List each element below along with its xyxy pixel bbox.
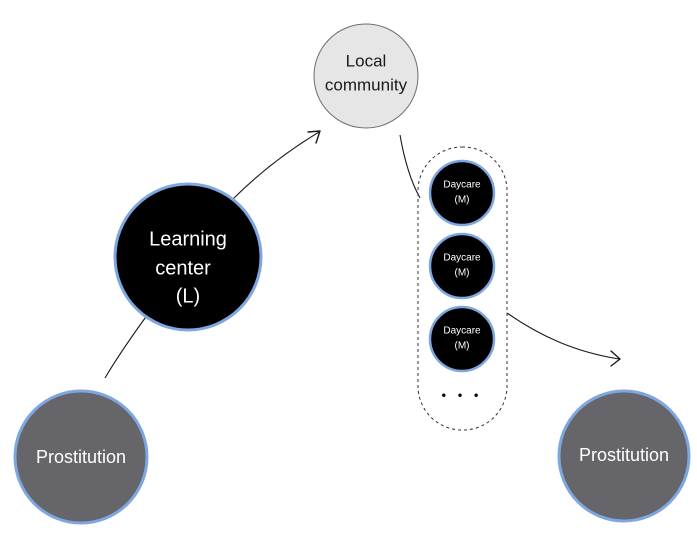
daycare-3-label-line2: (M) <box>455 341 470 352</box>
arrowhead-to-local-community <box>307 130 321 144</box>
node-daycare-1: Daycare (M) <box>428 159 496 227</box>
daycare-2-label-line2: (M) <box>455 268 470 279</box>
daycare-3-label-line1: Daycare <box>443 326 481 337</box>
local-community-label-line1: Local <box>346 51 387 70</box>
daycare-ellipsis: • • • <box>442 387 483 402</box>
daycare-2-circle <box>428 232 496 300</box>
node-prostitution-right: Prostitution <box>557 389 691 523</box>
daycare-1-circle <box>428 159 496 227</box>
prostitution-right-label: Prostitution <box>579 445 669 465</box>
local-community-circle <box>313 23 419 129</box>
prostitution-left-circle <box>13 389 149 525</box>
edge-prostitution-to-learning-center <box>104 313 149 379</box>
edge-daycares-to-prostitution <box>506 312 620 360</box>
daycare-3-circle <box>428 305 496 373</box>
node-prostitution-left: Prostitution <box>13 389 149 525</box>
node-learning-center: Learning center (L) <box>113 182 263 332</box>
daycare-1-label-line2: (M) <box>455 195 470 206</box>
prostitution-right-circle <box>557 389 691 523</box>
node-local-community: Local community <box>313 23 419 129</box>
edge-learning-center-to-local-community <box>232 131 320 200</box>
daycare-1-label-line1: Daycare <box>443 180 481 191</box>
daycare-group-container <box>417 146 508 431</box>
learning-center-label-line2: center <box>155 257 211 279</box>
edge-local-community-to-daycares <box>399 134 421 199</box>
daycare-2-label-line1: Daycare <box>443 253 481 264</box>
node-daycare-3: Daycare (M) <box>428 305 496 373</box>
prostitution-left-label: Prostitution <box>36 447 126 467</box>
learning-center-circle <box>113 182 263 332</box>
arrowhead-to-prostitution <box>610 350 621 367</box>
node-daycare-2: Daycare (M) <box>428 232 496 300</box>
local-community-label-line2: community <box>325 75 408 94</box>
learning-center-label-line3: (L) <box>176 285 200 307</box>
learning-center-label-line1: Learning <box>149 228 227 250</box>
